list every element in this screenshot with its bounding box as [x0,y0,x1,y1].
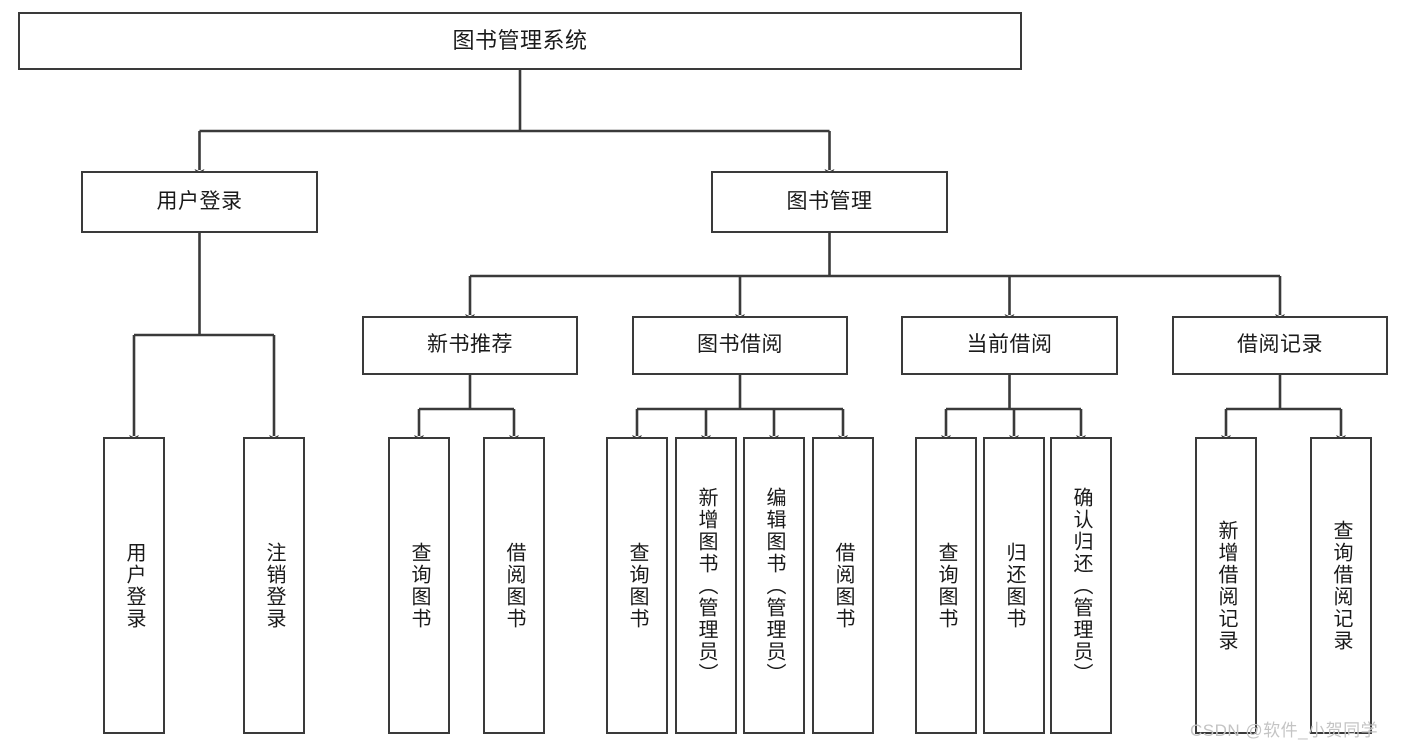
node-label: 图书管理系统 [452,28,588,54]
node-label: 借阅图书 [503,541,525,630]
node-label: 新增图书（管理员） [695,486,717,685]
node-leaf-query-book-3[interactable]: 查询图书 [915,437,977,734]
node-leaf-edit-book[interactable]: 编辑图书（管理员） [743,437,805,734]
node-label: 新增借阅记录 [1215,519,1237,652]
node-label: 查询图书 [626,541,648,630]
node-label: 用户登录 [123,541,145,630]
node-leaf-return-book[interactable]: 归还图书 [983,437,1045,734]
node-label: 编辑图书（管理员） [763,486,785,685]
node-label: 当前借阅 [966,333,1053,357]
node-borrow-record[interactable]: 借阅记录 [1172,316,1388,375]
node-leaf-add-book[interactable]: 新增图书（管理员） [675,437,737,734]
node-label: 注销登录 [263,541,285,630]
node-label: 图书管理 [786,189,873,213]
node-leaf-user-logout[interactable]: 注销登录 [243,437,305,734]
node-label: 确认归还（管理员） [1070,486,1092,685]
node-book-borrow[interactable]: 图书借阅 [632,316,848,375]
node-label: 归还图书 [1003,541,1025,630]
node-label: 借阅记录 [1237,333,1323,357]
node-label: 新书推荐 [427,333,513,357]
node-label: 查询借阅记录 [1330,519,1352,652]
node-label: 查询图书 [408,541,430,630]
node-label: 借阅图书 [832,541,854,630]
node-leaf-query-book-2[interactable]: 查询图书 [606,437,668,734]
node-user-login[interactable]: 用户登录 [81,171,318,233]
node-new-book-recommend[interactable]: 新书推荐 [362,316,578,375]
node-book-manage[interactable]: 图书管理 [711,171,948,233]
node-label: 查询图书 [935,541,957,630]
node-leaf-add-record[interactable]: 新增借阅记录 [1195,437,1257,734]
node-leaf-user-login[interactable]: 用户登录 [103,437,165,734]
node-leaf-borrow-book-1[interactable]: 借阅图书 [483,437,545,734]
node-leaf-borrow-book-2[interactable]: 借阅图书 [812,437,874,734]
node-current-borrow[interactable]: 当前借阅 [901,316,1118,375]
node-leaf-confirm-return[interactable]: 确认归还（管理员） [1050,437,1112,734]
node-label: 用户登录 [156,189,243,213]
node-leaf-query-record[interactable]: 查询借阅记录 [1310,437,1372,734]
node-leaf-query-book-1[interactable]: 查询图书 [388,437,450,734]
node-label: 图书借阅 [697,333,783,357]
node-root[interactable]: 图书管理系统 [18,12,1022,70]
edge-paths [129,70,1346,444]
